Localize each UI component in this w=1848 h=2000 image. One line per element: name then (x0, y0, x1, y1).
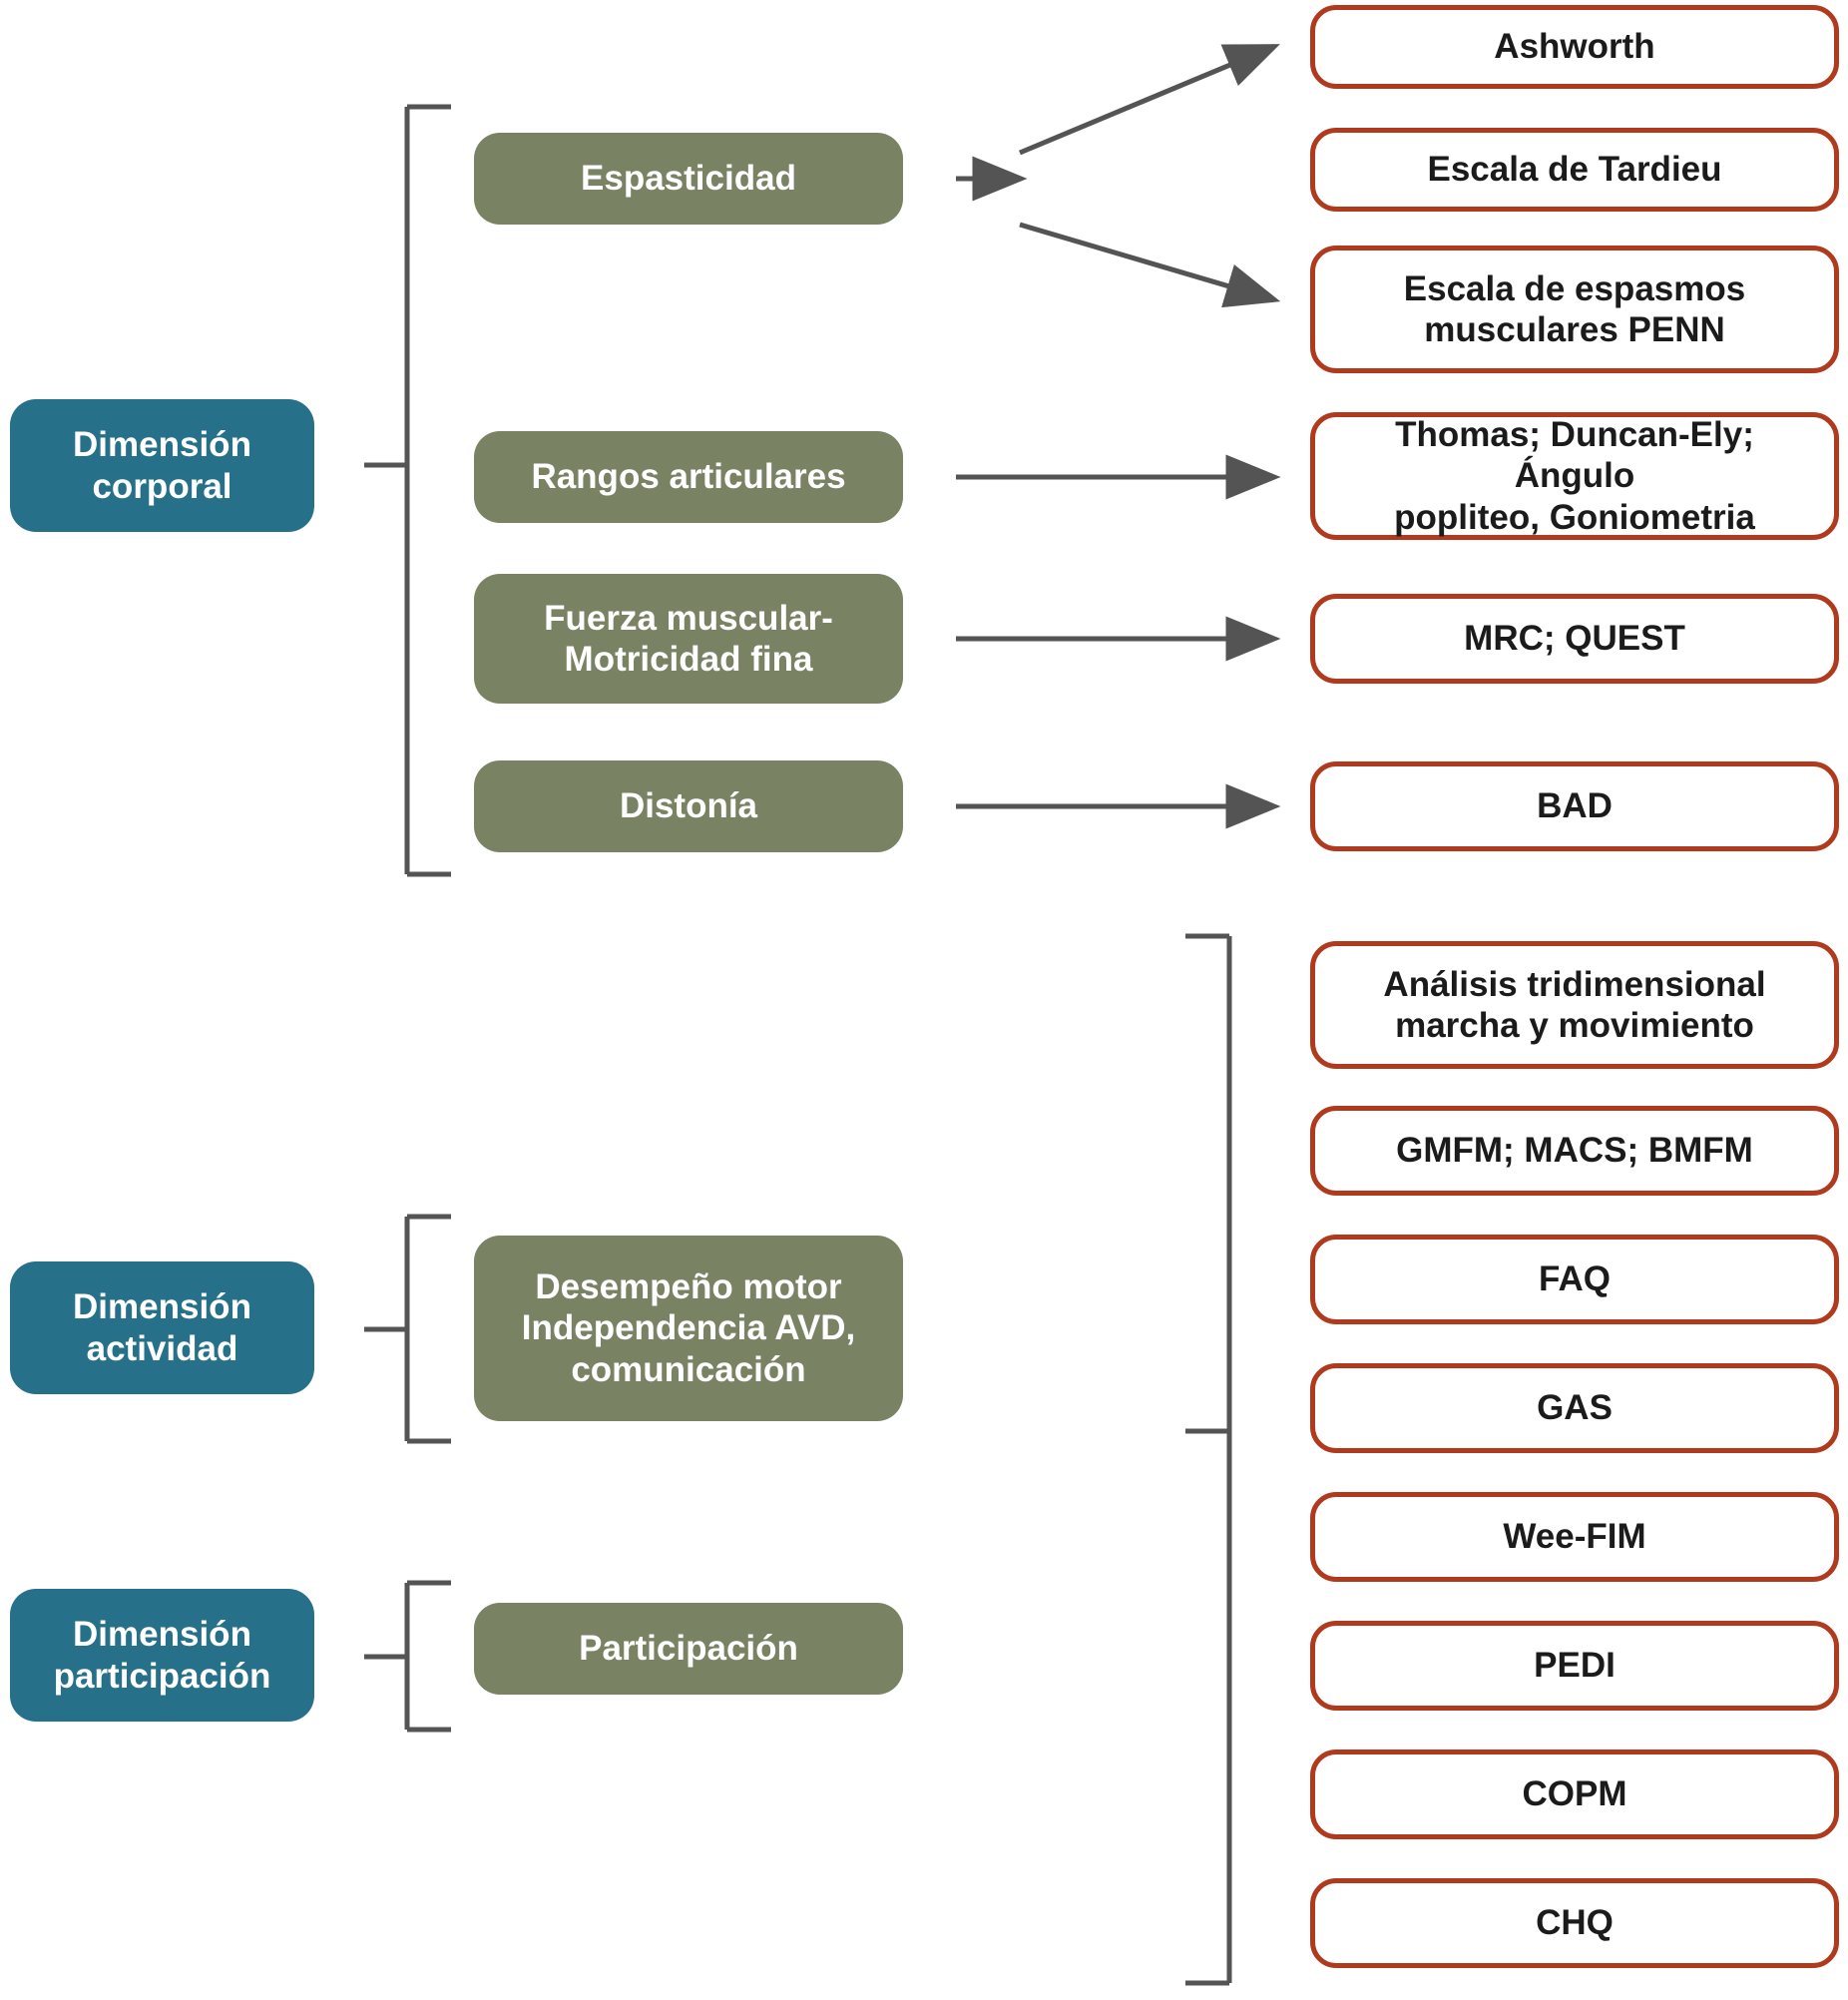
tool-box-gas[interactable]: GAS (1310, 1363, 1839, 1453)
tool-box-mrc-quest[interactable]: MRC; QUEST (1310, 594, 1839, 684)
tool-box-chq[interactable]: CHQ (1310, 1878, 1839, 1968)
tool-box-copm[interactable]: COPM (1310, 1750, 1839, 1839)
tool-label-goniometria: Thomas; Duncan-Ely; Ángulo popliteo, Gon… (1394, 415, 1755, 537)
tool-label-tardieu: Escala de Tardieu (1427, 150, 1722, 190)
domain-box-rangos[interactable]: Rangos articulares (474, 431, 903, 523)
tool-label-penn: Escala de espasmos musculares PENN (1403, 268, 1746, 349)
arrows-espasticidad (956, 44, 1281, 308)
tool-box-goniometria[interactable]: Thomas; Duncan-Ely; Ángulo popliteo, Gon… (1310, 412, 1839, 540)
tool-label-bad: BAD (1537, 786, 1613, 826)
domain-label-distonia: Distonía (619, 786, 758, 826)
tool-box-penn[interactable]: Escala de espasmos musculares PENN (1310, 246, 1839, 373)
dimension-box-corporal[interactable]: Dimensión corporal (10, 399, 314, 532)
domain-box-espasticidad[interactable]: Espasticidad (474, 133, 903, 225)
tool-box-tardieu[interactable]: Escala de Tardieu (1310, 128, 1839, 212)
tool-box-analisis-3d[interactable]: Análisis tridimensional marcha y movimie… (1310, 941, 1839, 1069)
tool-box-wee-fim[interactable]: Wee-FIM (1310, 1492, 1839, 1582)
tool-label-analisis-3d: Análisis tridimensional marcha y movimie… (1383, 964, 1766, 1045)
tool-label-mrc-quest: MRC; QUEST (1464, 619, 1685, 659)
domain-label-desempeno: Desempeño motor Independencia AVD, comun… (521, 1267, 856, 1389)
tool-box-pedi[interactable]: PEDI (1310, 1621, 1839, 1711)
dimension-label-corporal: Dimensión corporal (73, 425, 251, 506)
bracket-actividad (364, 1214, 451, 1444)
domain-label-participacion: Participación (579, 1629, 798, 1669)
dimension-label-actividad: Dimensión actividad (73, 1287, 251, 1368)
tool-label-ashworth: Ashworth (1494, 27, 1655, 67)
tool-box-gmfm[interactable]: GMFM; MACS; BMFM (1310, 1106, 1839, 1196)
domain-label-fuerza: Fuerza muscular- Motricidad fina (544, 598, 833, 679)
domain-label-espasticidad: Espasticidad (581, 159, 796, 199)
tool-box-faq[interactable]: FAQ (1310, 1235, 1839, 1324)
tool-label-copm: COPM (1522, 1774, 1627, 1814)
domain-box-distonia[interactable]: Distonía (474, 760, 903, 852)
tool-label-chq: CHQ (1536, 1903, 1614, 1943)
domain-label-rangos: Rangos articulares (531, 457, 846, 497)
tool-label-gmfm: GMFM; MACS; BMFM (1396, 1131, 1753, 1171)
tool-label-pedi: PEDI (1534, 1646, 1616, 1686)
bracket-corporal (364, 104, 451, 877)
dimension-box-participacion[interactable]: Dimensión participación (10, 1589, 314, 1722)
tool-box-ashworth[interactable]: Ashworth (1310, 5, 1839, 89)
tool-label-wee-fim: Wee-FIM (1503, 1517, 1646, 1557)
tool-box-bad[interactable]: BAD (1310, 761, 1839, 851)
domain-box-participacion[interactable]: Participación (474, 1603, 903, 1695)
domain-box-desempeno[interactable]: Desempeño motor Independencia AVD, comun… (474, 1236, 903, 1421)
bracket-participacion (364, 1580, 451, 1733)
dimension-label-participacion: Dimensión participación (53, 1615, 271, 1696)
dimension-box-actividad[interactable]: Dimensión actividad (10, 1261, 314, 1394)
tool-label-gas: GAS (1537, 1388, 1613, 1428)
domain-box-fuerza[interactable]: Fuerza muscular- Motricidad fina (474, 574, 903, 704)
bracket-tools-group (1185, 933, 1232, 1986)
tool-label-faq: FAQ (1539, 1259, 1611, 1299)
